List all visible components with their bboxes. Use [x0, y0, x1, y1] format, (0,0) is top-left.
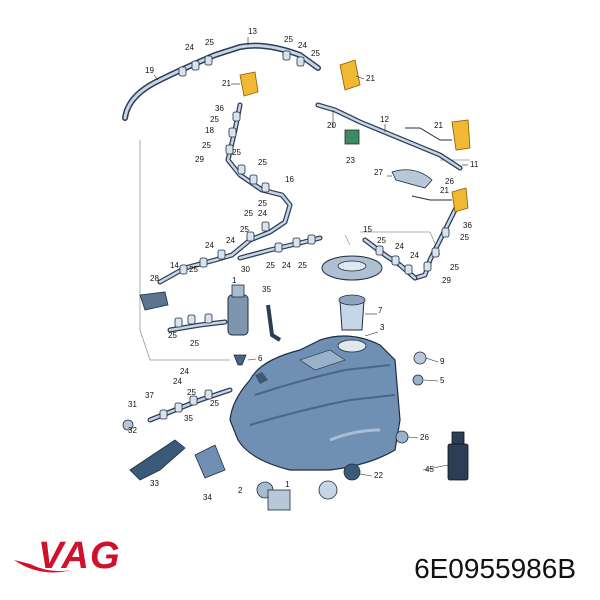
callout-25: 25: [266, 261, 275, 270]
callout-25: 25: [298, 261, 307, 270]
callout-13: 13: [248, 27, 257, 36]
callout-28: 28: [150, 274, 159, 283]
callout-25: 25: [311, 49, 320, 58]
callout-35: 35: [184, 414, 193, 423]
callout-30: 30: [241, 265, 250, 274]
callout-21: 21: [434, 121, 443, 130]
callout-1: 1: [232, 276, 237, 285]
filler-neck: [321, 255, 383, 331]
callout-45: 45: [425, 465, 434, 474]
callout-25: 25: [377, 236, 386, 245]
callout-2: 2: [238, 486, 243, 495]
callout-18: 18: [205, 126, 214, 135]
callout-9: 9: [440, 357, 445, 366]
callout-31: 31: [128, 400, 137, 409]
callout-25: 25: [258, 199, 267, 208]
callout-25: 25: [284, 35, 293, 44]
callout-5: 5: [440, 376, 445, 385]
callout-21: 21: [440, 186, 449, 195]
callout-24: 24: [410, 251, 419, 260]
callout-35: 35: [262, 285, 271, 294]
callout-37: 37: [145, 391, 154, 400]
callout-26: 26: [445, 177, 454, 186]
fluid-bottle: [447, 431, 469, 481]
part-number: 6E0955986B: [414, 553, 576, 584]
callout-27: 27: [374, 168, 383, 177]
callout-29: 29: [195, 155, 204, 164]
callout-25: 25: [244, 209, 253, 218]
cover-part: [391, 169, 433, 189]
callout-32: 32: [128, 426, 137, 435]
callout-24: 24: [205, 241, 214, 250]
callout-26: 26: [420, 433, 429, 442]
brand-logo: VAG: [38, 535, 121, 577]
callout-1: 1: [285, 480, 290, 489]
leader-lines: [153, 37, 468, 477]
callout-11: 11: [470, 160, 479, 169]
callout-25: 25: [190, 339, 199, 348]
callout-14: 14: [170, 261, 179, 270]
callout-24: 24: [173, 377, 182, 386]
callout-24: 24: [185, 43, 194, 52]
callout-25: 25: [202, 141, 211, 150]
callout-25: 25: [168, 331, 177, 340]
callout-20: 20: [327, 121, 336, 130]
callout-16: 16: [285, 175, 294, 184]
callout-25: 25: [210, 115, 219, 124]
connector-part: [344, 129, 360, 145]
callout-33: 33: [150, 479, 159, 488]
callout-24: 24: [395, 242, 404, 251]
small-fittings: [122, 351, 427, 511]
callout-12: 12: [380, 115, 389, 124]
hose-clips: [159, 50, 450, 420]
callout-25: 25: [240, 225, 249, 234]
callout-24: 24: [226, 236, 235, 245]
callout-24: 24: [282, 261, 291, 270]
callout-25: 25: [189, 265, 198, 274]
callout-7: 7: [378, 306, 383, 315]
callout-23: 23: [346, 156, 355, 165]
callout-19: 19: [145, 66, 154, 75]
callout-15: 15: [363, 225, 372, 234]
callout-25: 25: [460, 233, 469, 242]
callout-24: 24: [258, 209, 267, 218]
callout-22: 22: [374, 471, 383, 480]
callout-25: 25: [210, 399, 219, 408]
callout-labels: 13 24 25 25 24 25 19 21 21 21 21 36 25 1…: [128, 27, 479, 502]
callout-21: 21: [366, 74, 375, 83]
callout-6: 6: [258, 354, 263, 363]
mounting-brackets: [129, 439, 226, 481]
callout-25: 25: [232, 148, 241, 157]
spray-nozzles: [239, 59, 471, 213]
callout-36: 36: [215, 104, 224, 113]
callout-36: 36: [463, 221, 472, 230]
callout-24: 24: [298, 41, 307, 50]
callout-24: 24: [180, 367, 189, 376]
bracket-part: [139, 291, 169, 311]
washer-pump: [227, 284, 282, 366]
washer-tank: [229, 335, 401, 471]
callout-29: 29: [442, 276, 451, 285]
callout-21: 21: [222, 79, 231, 88]
brand-swoosh-icon: [14, 560, 72, 573]
callout-34: 34: [203, 493, 212, 502]
callout-3: 3: [380, 323, 385, 332]
callout-25: 25: [205, 38, 214, 47]
callout-25: 25: [258, 158, 267, 167]
callout-25: 25: [187, 388, 196, 397]
callout-25: 25: [450, 263, 459, 272]
